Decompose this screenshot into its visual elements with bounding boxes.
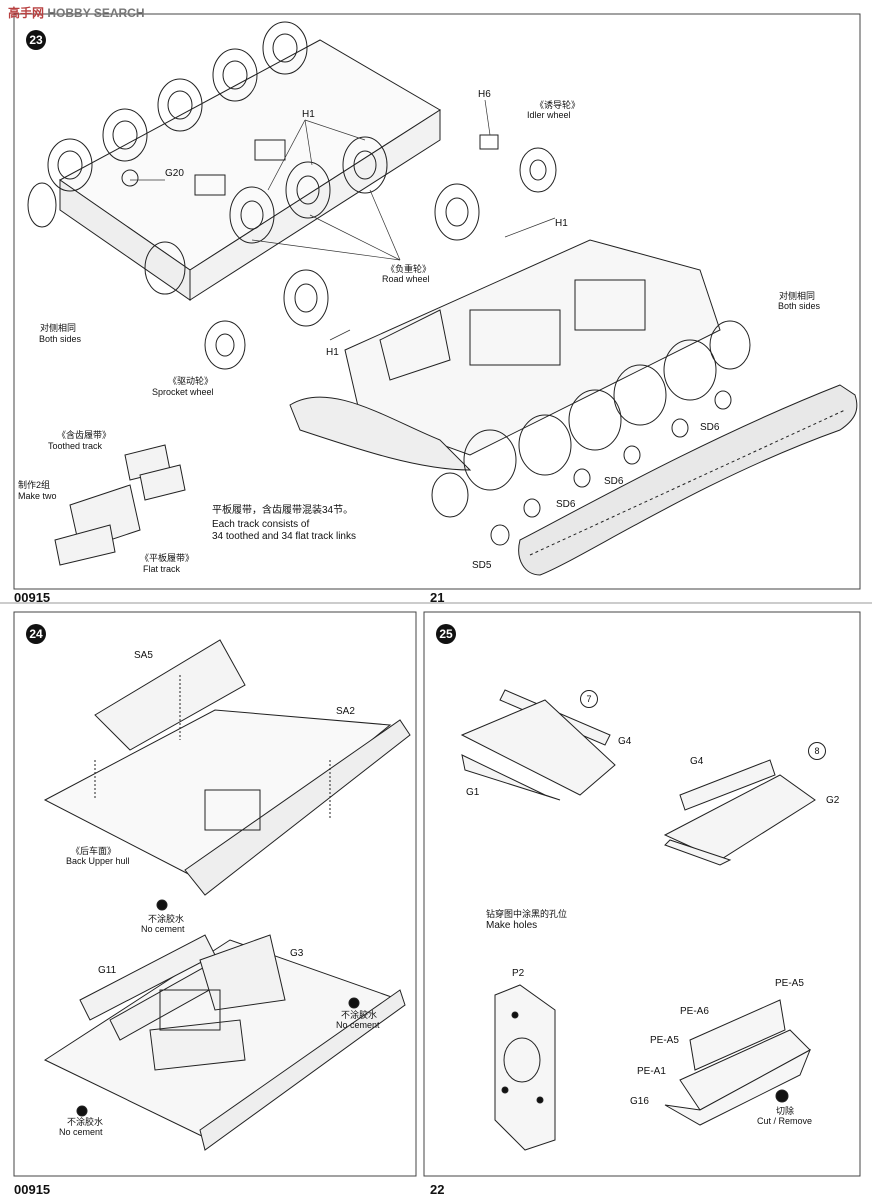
make-two-label: Make two	[18, 491, 57, 501]
road-wheel-label: Road wheel	[382, 274, 430, 284]
make-two-label-cn: 制作2组	[18, 480, 51, 490]
track-note-line1: Each track consists of	[212, 519, 310, 530]
part-label-sd5: SD5	[472, 560, 492, 571]
part-label-sd6-b: SD6	[604, 476, 624, 487]
cut-remove-icon	[775, 1089, 789, 1103]
step-25-badge: 25	[436, 624, 456, 644]
part-label-h1-right: H1	[555, 218, 568, 229]
part-label-pe-a5-top: PE-A5	[775, 978, 804, 989]
watermark-logo: 高手网 HOBBY SEARCH	[8, 4, 144, 21]
no-cement-1: No cement	[141, 924, 185, 934]
part-label-sa5: SA5	[134, 650, 153, 661]
manual-code-top: 00915	[14, 590, 51, 605]
no-cement-3-cn: 不涂胶水	[67, 1117, 104, 1127]
watermark-logo-text: 高手网	[8, 6, 45, 20]
assembled-vehicle-drawing	[289, 239, 751, 518]
track-note-line2: 34 toothed and 34 flat track links	[212, 531, 356, 542]
manual-code-bottom: 00915	[14, 1182, 51, 1197]
toothed-track-label: Toothed track	[48, 441, 103, 451]
sprocket-wheel-label-cn: 《驱动轮》	[168, 376, 214, 386]
track-link-drawings	[54, 444, 186, 566]
part-label-g20: G20	[165, 168, 184, 179]
part-label-h6: H6	[478, 89, 491, 100]
back-upper-hull-label: Back Upper hull	[66, 856, 130, 866]
page-number-top: 21	[430, 590, 445, 605]
idler-wheel-label: Idler wheel	[527, 110, 571, 120]
both-sides-right-cn: 对侧相同	[779, 291, 816, 301]
flat-track-label: Flat track	[143, 564, 181, 574]
part-label-g11: G11	[98, 965, 117, 976]
step25-g1-drawing	[460, 689, 616, 801]
step25-g2-drawing	[663, 759, 816, 866]
part-label-h1-top: H1	[302, 109, 315, 120]
sub-step-8-circle: 8	[808, 742, 826, 760]
no-cement-2: No cement	[336, 1020, 380, 1030]
part-label-pe-a5: PE-A5	[650, 1035, 679, 1046]
sprocket-wheel-label: Sprocket wheel	[152, 387, 214, 397]
watermark-text: HOBBY SEARCH	[47, 6, 145, 20]
part-label-sa2: SA2	[336, 706, 355, 717]
make-holes-label-cn: 钻穿图中涂黑的孔位	[486, 909, 568, 919]
flat-track-label-cn: 《平板履带》	[140, 553, 195, 563]
lower-hull-drawing	[59, 39, 441, 301]
no-cement-3: No cement	[59, 1127, 103, 1137]
step25-g16-drawing	[664, 999, 811, 1126]
step-24-badge: 24	[26, 624, 46, 644]
part-label-sd6-a: SD6	[700, 422, 720, 433]
sd-parts	[490, 390, 732, 546]
part-label-g1: G1	[466, 787, 480, 798]
both-sides-left-cn: 对侧相同	[40, 323, 77, 333]
track-drawing	[518, 384, 858, 576]
part-label-pe-a1: PE-A1	[637, 1066, 666, 1077]
both-sides-right: Both sides	[778, 301, 821, 311]
step24-lower-drawing	[43, 934, 406, 1151]
part-label-g16: G16	[630, 1096, 649, 1107]
idler-wheel-label-cn: 《诱导轮》	[535, 100, 581, 110]
part-label-g2: G2	[826, 795, 840, 806]
cut-remove-label: Cut / Remove	[757, 1116, 813, 1126]
hull-wheel-row-top	[27, 21, 308, 228]
no-cement-icons	[76, 899, 360, 1117]
both-sides-left: Both sides	[39, 334, 82, 344]
part-label-h1-bottom: H1	[326, 347, 339, 358]
toothed-track-label-cn: 《含齿履带》	[57, 430, 112, 440]
no-cement-2-cn: 不涂胶水	[341, 1010, 378, 1020]
part-label-g4-a: G4	[618, 736, 632, 747]
back-upper-hull-label-cn: 《后车面》	[71, 846, 117, 856]
sub-step-7-circle: 7	[580, 690, 598, 708]
part-label-g4-b: G4	[690, 756, 704, 767]
road-wheel-label-cn: 《负重轮》	[386, 264, 432, 274]
step-23-badge: 23	[26, 30, 46, 50]
make-holes-label: Make holes	[486, 920, 538, 931]
part-label-g3: G3	[290, 948, 304, 959]
page-number-bottom: 22	[430, 1182, 445, 1197]
no-cement-1-cn: 不涂胶水	[148, 914, 185, 924]
part-label-sd6-c: SD6	[556, 499, 576, 510]
step24-hull-drawing	[43, 639, 411, 896]
leader-lines-top	[130, 99, 556, 341]
road-wheels-exploded	[144, 134, 557, 370]
part-label-pe-a6: PE-A6	[680, 1006, 709, 1017]
cut-remove-label-cn: 切除	[776, 1106, 795, 1116]
track-note-cn: 平板履带，含齿履带混装34节。	[212, 505, 354, 516]
part-label-p2: P2	[512, 968, 525, 979]
step25-p2-drawing	[494, 984, 556, 1151]
